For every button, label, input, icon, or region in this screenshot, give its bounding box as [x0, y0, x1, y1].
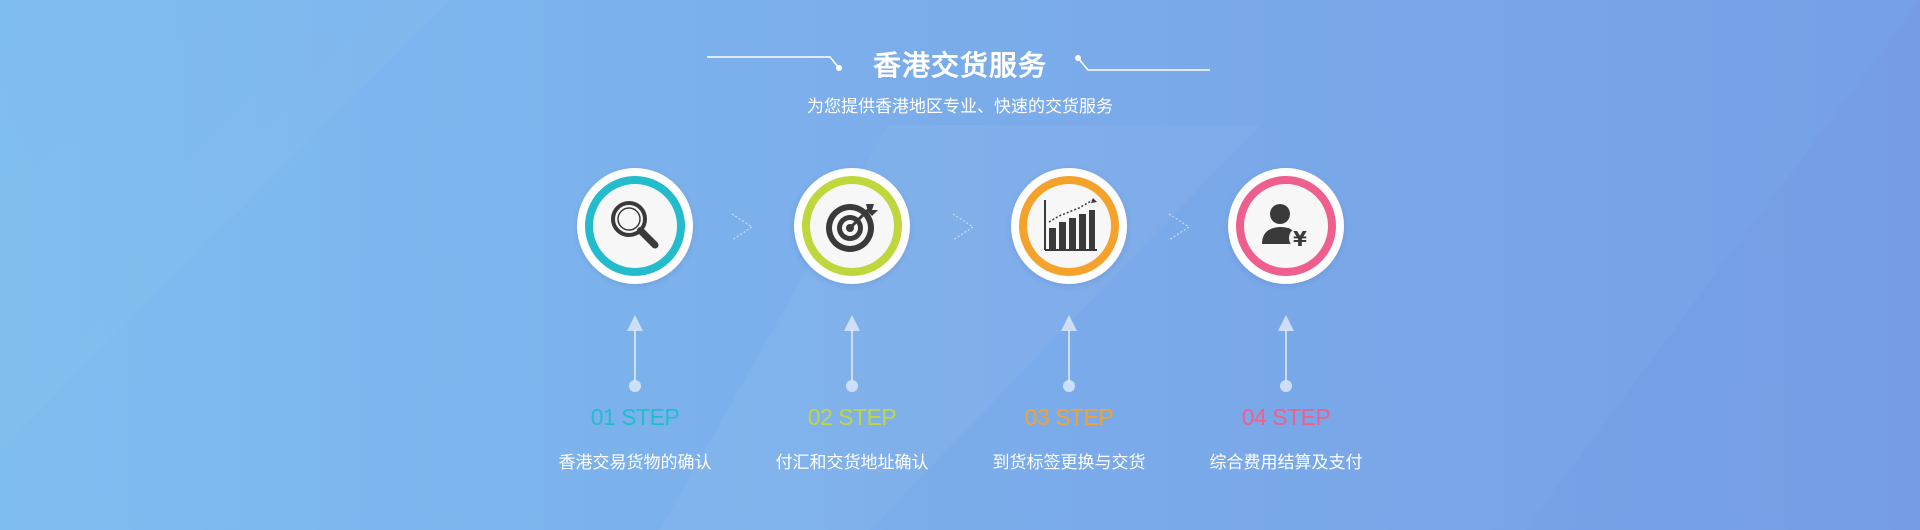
- step-3-label: 03 STEP: [1024, 404, 1114, 430]
- arrow-up-icon: [1278, 315, 1294, 392]
- user-payment-icon: ¥: [1244, 184, 1328, 268]
- step-3-description: 到货标签更换与交货: [992, 453, 1146, 473]
- step-4-description: 综合费用结算及支付: [1209, 453, 1363, 473]
- step-2-description: 付汇和交货地址确认: [775, 453, 929, 473]
- chevron-right-icon: [952, 213, 975, 241]
- arrow-up-icon: [1061, 315, 1077, 392]
- page-subtitle: 为您提供香港地区专业、快速的交货服务: [807, 97, 1113, 117]
- step-1-label: 01 STEP: [590, 404, 680, 430]
- chevron-right-icon: [731, 213, 754, 241]
- step-4-label: 04 STEP: [1241, 404, 1331, 430]
- chevron-right-icon: [1168, 213, 1191, 241]
- step-2-circle[interactable]: [794, 168, 910, 284]
- arrow-up-icon: [844, 315, 860, 392]
- step-2-ring: [802, 176, 902, 276]
- search-icon: [593, 184, 677, 268]
- step-3-ring: [1019, 176, 1119, 276]
- page-title: 香港交货服务: [872, 49, 1047, 82]
- bar-chart-icon: [1027, 184, 1111, 268]
- step-3-circle[interactable]: [1011, 168, 1127, 284]
- step-4-circle[interactable]: ¥: [1228, 168, 1344, 284]
- step-1-ring: [585, 176, 685, 276]
- step-2-label: 02 STEP: [807, 404, 897, 430]
- arrow-up-icon: [627, 315, 643, 392]
- target-icon: [810, 184, 894, 268]
- step-4-ring: ¥: [1236, 176, 1336, 276]
- svg-text:¥: ¥: [1293, 227, 1307, 251]
- step-1-circle[interactable]: [577, 168, 693, 284]
- step-1-description: 香港交易货物的确认: [558, 453, 712, 473]
